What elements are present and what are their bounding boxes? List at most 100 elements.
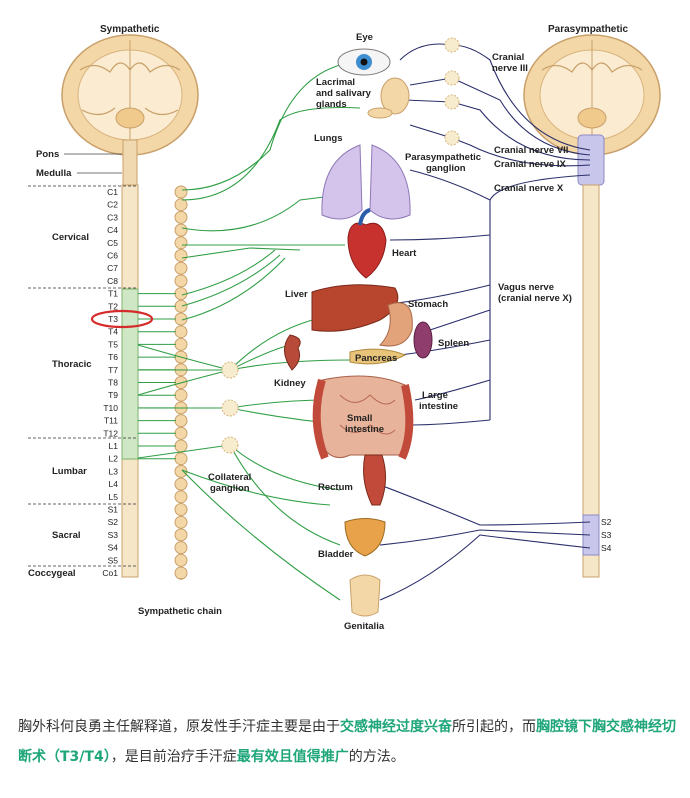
label-rectum: Rectum (318, 482, 353, 493)
label-intestine-large: intestine (419, 401, 458, 412)
chain-ganglion-t2 (174, 299, 188, 313)
label-parasympathetic-ganglion: ganglion (426, 163, 466, 174)
label-collateral-ganglion: ganglion (210, 483, 250, 494)
label-sympathetic-chain: Sympathetic chain (138, 606, 222, 617)
intestine-illustration (312, 375, 414, 460)
label-intestine-small: intestine (345, 424, 384, 435)
ganglia (221, 37, 460, 454)
segment-label-c4: C4 (107, 225, 118, 235)
segment-label-c2: C2 (107, 200, 118, 210)
caption-highlight-3: 最有效且值得推广 (236, 749, 349, 765)
label-eye: Eye (356, 32, 373, 43)
segment-label-s2: S2 (108, 517, 119, 527)
chain-ganglion-c2 (174, 198, 188, 212)
segment-label-c5: C5 (107, 238, 118, 248)
left-brain-illustration (61, 34, 199, 186)
segment-label-t8: T8 (108, 378, 118, 388)
label-stomach: Stomach (408, 299, 448, 310)
label-bladder: Bladder (318, 549, 354, 560)
chain-ganglion-s4 (174, 541, 188, 555)
segment-label-l1: L1 (109, 441, 119, 451)
caption-highlight-2: 胸腔镜下胸交感神经切断术（T3/T4） (18, 719, 676, 765)
chain-ganglion-c4 (174, 223, 188, 237)
segment-label-co1: Co1 (102, 568, 118, 578)
label-cranial-nerve-ix: Cranial nerve IX (494, 159, 566, 170)
segment-label-c8: C8 (107, 276, 118, 286)
right-brain-illustration (523, 34, 661, 186)
segment-label-t3: T3 (108, 314, 118, 324)
title-parasympathetic: Parasympathetic (548, 24, 628, 35)
label-right-s4: S4 (601, 543, 612, 553)
caption-highlight-1: 交感神经过度兴奋 (340, 719, 452, 735)
title-sympathetic: Sympathetic (100, 24, 160, 35)
chain-ganglion-s2 (174, 515, 188, 529)
segment-label-c1: C1 (107, 187, 118, 197)
chain-ganglion-t5 (174, 337, 188, 351)
kidney-illustration (284, 334, 301, 371)
sympathetic-fibers (137, 64, 361, 601)
parasympathetic-fibers (379, 43, 591, 601)
chain-ganglion-c7 (174, 261, 188, 275)
caption-text-4: 的方法。 (348, 749, 405, 765)
region-coccygeal: Coccygeal (28, 568, 76, 579)
label-pancreas: Pancreas (355, 353, 397, 364)
label-vagus-nerve: Vagus nerve (498, 282, 554, 293)
heart-illustration (347, 208, 387, 279)
segment-label-t5: T5 (108, 339, 118, 349)
pancreas-illustration (349, 348, 407, 365)
segment-label-l4: L4 (109, 479, 119, 489)
segment-label-l3: L3 (109, 466, 119, 476)
segment-label-t12: T12 (103, 428, 118, 438)
chain-ganglion-t11 (174, 414, 188, 428)
label-pons: Pons (36, 149, 59, 160)
chain-ganglion-l1 (174, 439, 188, 453)
segment-label-s3: S3 (108, 530, 119, 540)
segment-label-l5: L5 (109, 492, 119, 502)
stomach-illustration (378, 302, 413, 347)
thoracolumbar-outflow (121, 288, 139, 460)
segment-label-t9: T9 (108, 390, 118, 400)
segment-label-c6: C6 (107, 251, 118, 261)
segment-label-t2: T2 (108, 301, 118, 311)
segment-label-c3: C3 (107, 212, 118, 222)
chain-ganglion-t4 (174, 325, 188, 339)
label-cranial-nerve-iii-b: nerve III (492, 63, 528, 74)
chain-ganglion-s1 (174, 503, 188, 516)
t3-highlight-circle (90, 309, 154, 329)
chain-ganglion-co1 (174, 566, 188, 580)
spleen-illustration (413, 321, 433, 359)
genitalia-illustration (349, 574, 381, 617)
liver-illustration (311, 284, 399, 332)
chain-ganglion-t12 (174, 426, 188, 440)
label-large: Large (422, 390, 448, 401)
region-cervical: Cervical (52, 232, 89, 243)
caption-text-3: ，是目前治疗手汗症 (110, 749, 237, 765)
segment-label-t7: T7 (108, 365, 118, 375)
label-cranial-nerve-vii: Cranial nerve VII (494, 145, 568, 156)
label-spleen: Spleen (438, 338, 469, 349)
region-lumbar: Lumbar (52, 466, 87, 477)
label-right-s3: S3 (601, 530, 612, 540)
label-heart: Heart (392, 248, 417, 259)
label-parasympathetic: Parasympathetic (405, 152, 481, 163)
chain-ganglion-s5 (174, 553, 188, 567)
chain-ganglion-c6 (174, 249, 188, 262)
region-dividers (28, 185, 138, 567)
bladder-illustration (344, 518, 386, 557)
chain-ganglion-s3 (174, 528, 188, 542)
label-cranial-nerve-x: Cranial nerve X (494, 183, 564, 194)
segment-label-t4: T4 (108, 327, 118, 337)
segment-label-t1: T1 (108, 289, 118, 299)
region-thoracic: Thoracic (52, 359, 92, 370)
label-genitalia: Genitalia (344, 621, 385, 632)
label-vagus-cranial-x: (cranial nerve X) (498, 293, 572, 304)
segment-label-t11: T11 (104, 416, 118, 426)
chain-ganglion-c1 (174, 185, 188, 199)
label-glands: glands (316, 99, 347, 110)
chain-ganglion-c3 (174, 210, 188, 224)
caption-text-2: 所引起的，而 (452, 719, 536, 735)
rectum-illustration (363, 454, 386, 506)
salivary-glands-illustration (367, 77, 410, 119)
chain-ganglion-l2 (174, 452, 188, 466)
label-small: Small (347, 413, 372, 424)
